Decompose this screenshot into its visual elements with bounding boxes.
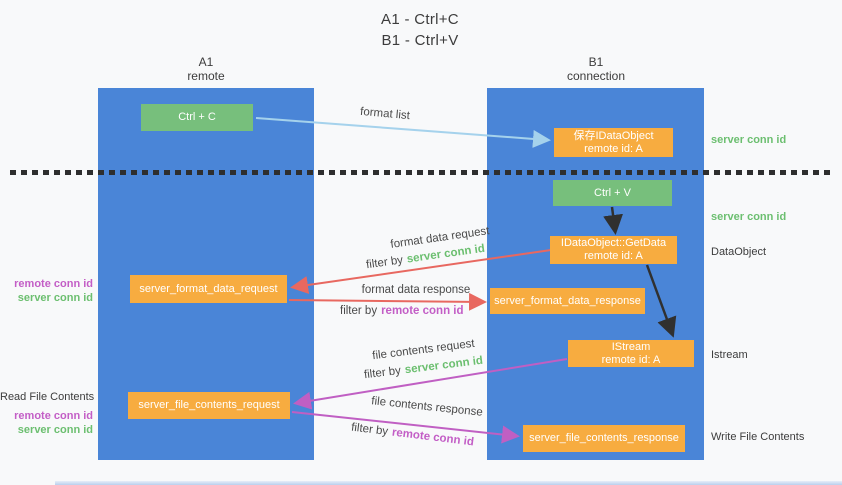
- arrow-getdata-to-istream: [645, 264, 677, 338]
- node-ctrl-c: Ctrl + C: [141, 104, 253, 131]
- node-getdata-line2: remote id: A: [584, 250, 643, 262]
- left-label-read-file-contents: Read File Contents: [0, 391, 95, 403]
- node-istream-line2: remote id: A: [601, 353, 661, 366]
- dotted-separator: [10, 170, 832, 175]
- left-label-remote-conn-id-2: remote conn id: [14, 410, 93, 422]
- arrow-format-list: [255, 117, 551, 148]
- node-server-file-contents-response: server_file_contents_response: [523, 425, 685, 452]
- node-istream: IStream remote id: A: [568, 340, 694, 367]
- node-save-idataobject: 保存IDataObject remote id: A: [554, 128, 673, 157]
- node-server-format-data-response: server_format_data_response: [490, 288, 645, 314]
- node-istream-line1: IStream: [611, 340, 651, 353]
- remote-conn-id-text: remote conn id: [381, 305, 464, 317]
- right-label-server-conn-id-1: server conn id: [711, 134, 787, 146]
- arrow-istream-to-file-request: [293, 358, 568, 410]
- arrow-getdata-to-format-request: [290, 249, 552, 294]
- right-label-istream: Istream: [711, 349, 748, 361]
- node-format-request-label: server_format_data_request: [139, 282, 278, 295]
- node-file-request-label: server_file_contents_request: [138, 399, 280, 411]
- right-label-server-conn-id-2: server conn id: [711, 211, 787, 223]
- lane-a-header: A1 remote: [146, 55, 266, 83]
- node-save-idataobject-line2: remote id: A: [584, 142, 643, 155]
- node-ctrl-v-label: Ctrl + V: [594, 186, 631, 199]
- arrow-file-request-to-response: [291, 411, 520, 444]
- left-label-server-conn-id-2: server conn id: [17, 424, 93, 436]
- node-idataobject-getdata: IDataObject::GetData remote id: A: [550, 236, 677, 264]
- right-label-dataobject: DataObject: [711, 246, 767, 258]
- bottom-edge-bar: [55, 481, 842, 485]
- title-line-b1: B1 - Ctrl+V: [381, 32, 459, 49]
- node-format-response-label: server_format_data_response: [494, 294, 641, 307]
- lane-a-name: A1: [198, 55, 214, 69]
- node-ctrl-c-label: Ctrl + C: [178, 111, 216, 123]
- arrow-format-request-to-response: [288, 292, 487, 311]
- node-getdata-line1: IDataObject::GetData: [560, 237, 667, 249]
- node-server-format-data-request: server_format_data_request: [130, 275, 287, 303]
- left-label-server-conn-id-1: server conn id: [17, 292, 93, 304]
- lane-b-subtitle: connection: [566, 69, 626, 83]
- node-ctrl-v: Ctrl + V: [553, 180, 672, 206]
- right-label-write-file-contents: Write File Contents: [711, 431, 805, 443]
- arrow-ctrlv-to-getdata: [603, 206, 623, 235]
- diagram-title: A1 - Ctrl+C B1 - Ctrl+V: [330, 9, 510, 51]
- node-server-file-contents-request: server_file_contents_request: [128, 392, 290, 419]
- node-save-idataobject-line1: 保存IDataObject: [573, 129, 654, 142]
- left-label-remote-conn-id-1: remote conn id: [14, 278, 93, 290]
- filter-by-text: filter by: [340, 305, 378, 317]
- lane-a-subtitle: remote: [187, 69, 225, 83]
- label-format-data-response: format data response: [361, 284, 471, 296]
- lane-b-header: B1 connection: [536, 55, 656, 83]
- title-line-a1: A1 - Ctrl+C: [381, 11, 459, 28]
- node-file-response-label: server_file_contents_response: [529, 432, 679, 444]
- lane-b-name: B1: [588, 55, 604, 69]
